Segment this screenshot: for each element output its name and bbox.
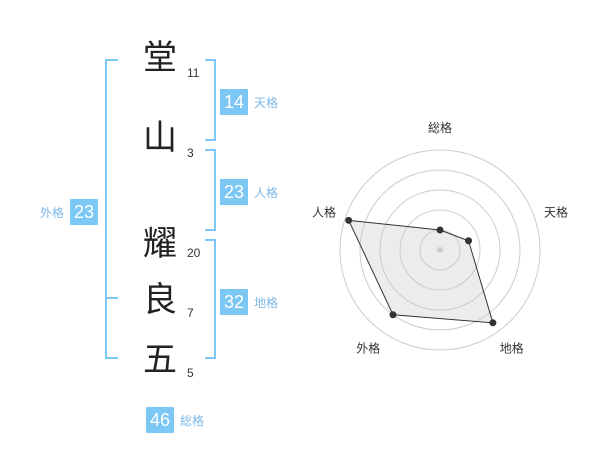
name-char-4: 良 xyxy=(143,280,177,320)
stroke-count-3: 20 xyxy=(187,246,201,260)
tenkaku-bracket xyxy=(205,59,216,141)
radar-axis-label-3: 地格 xyxy=(500,341,524,356)
soukaku-badge: 46 総格 xyxy=(146,407,204,433)
radar-axis-label-4: 外格 xyxy=(356,341,380,356)
tenkaku-label: 天格 xyxy=(254,95,279,110)
stroke-count-5: 5 xyxy=(187,366,194,380)
radar-axis-label-2: 天格 xyxy=(544,204,568,219)
gaikaku-value: 23 xyxy=(70,199,99,225)
radar-point-1 xyxy=(436,226,444,234)
radar-point-3 xyxy=(489,319,497,327)
chikaku-label: 地格 xyxy=(254,295,279,310)
name-char-1: 堂 xyxy=(143,38,177,78)
radar-ring xyxy=(359,169,521,331)
jinkaku-label: 人格 xyxy=(254,185,279,200)
tenkaku-value: 14 xyxy=(220,89,248,115)
chikaku-bracket xyxy=(205,239,216,359)
radar-area xyxy=(347,219,494,324)
radar-ring xyxy=(339,149,541,351)
jinkaku-value: 23 xyxy=(220,179,248,205)
name-char-5: 五 xyxy=(143,340,177,380)
radar-point-5 xyxy=(345,216,353,224)
jinkaku-bracket xyxy=(205,149,216,231)
jinkaku-badge: 23 人格 xyxy=(220,179,278,205)
name-char-2: 山 xyxy=(143,118,177,158)
radar-point-2 xyxy=(465,237,473,245)
gaikaku-badge: 外格 23 xyxy=(40,199,99,225)
radar-ring xyxy=(379,189,501,311)
gaikaku-label: 外格 xyxy=(40,205,65,220)
radar-ring xyxy=(399,209,481,291)
chikaku-badge: 32 地格 xyxy=(220,289,278,315)
stroke-count-1: 11 xyxy=(187,66,200,80)
stroke-count-4: 7 xyxy=(187,306,194,320)
radar-axis-label-1: 総格 xyxy=(428,120,452,135)
radar-axis-label-5: 人格 xyxy=(312,204,336,219)
name-char-3: 耀 xyxy=(143,224,177,264)
stroke-count-2: 3 xyxy=(187,146,194,160)
radar-point-4 xyxy=(389,311,397,319)
tenkaku-badge: 14 天格 xyxy=(220,89,278,115)
soukaku-label: 総格 xyxy=(180,413,205,428)
radar-center xyxy=(437,247,443,253)
chikaku-value: 32 xyxy=(220,289,248,315)
soukaku-value: 46 xyxy=(146,407,174,433)
gaikaku-bracket xyxy=(105,59,118,359)
